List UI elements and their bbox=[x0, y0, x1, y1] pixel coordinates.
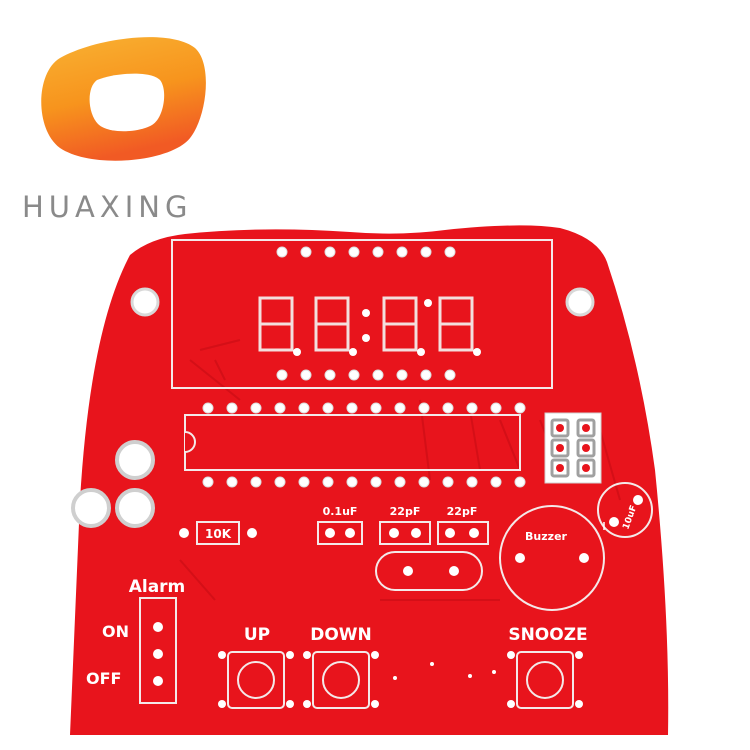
mounting-holes bbox=[71, 287, 595, 528]
ic-pads bbox=[202, 402, 526, 488]
display-pads bbox=[276, 246, 456, 381]
vias bbox=[393, 662, 496, 680]
down-label: DOWN bbox=[310, 625, 372, 645]
logo-mark-icon bbox=[41, 37, 206, 161]
on-label: ON bbox=[102, 622, 129, 641]
resistor-10k: 10K bbox=[179, 521, 257, 545]
brand-logo: HUAXING bbox=[0, 18, 280, 224]
capacitor-22pf-a: 22pF bbox=[379, 505, 431, 545]
capacitor-22pf-b: 22pF bbox=[437, 505, 489, 545]
crystal-outline bbox=[375, 551, 483, 591]
crystal-pad bbox=[403, 566, 413, 576]
buzzer: Buzzer bbox=[499, 505, 605, 611]
crystal-pad bbox=[449, 566, 459, 576]
ic-notch bbox=[184, 431, 196, 453]
button-up: UP bbox=[218, 625, 294, 709]
button-down: DOWN bbox=[303, 625, 379, 709]
alarm-label: Alarm bbox=[129, 577, 186, 597]
cap1-label: 0.1uF bbox=[323, 505, 358, 518]
up-label: UP bbox=[244, 625, 270, 645]
button-snooze: SNOOZE bbox=[507, 625, 588, 709]
alarm-switch: Alarm ON OFF bbox=[86, 577, 186, 704]
snooze-label: SNOOZE bbox=[508, 625, 587, 645]
isp-header bbox=[544, 412, 602, 484]
resistor-label: 10K bbox=[205, 527, 232, 541]
pcb-outline bbox=[70, 225, 669, 735]
capacitor-0-1uf: 0.1uF bbox=[317, 505, 363, 545]
brand-name: HUAXING bbox=[22, 190, 193, 224]
display-outline bbox=[171, 239, 553, 389]
buzzer-label: Buzzer bbox=[525, 530, 567, 543]
cap2-label: 22pF bbox=[390, 505, 421, 518]
off-label: OFF bbox=[86, 669, 121, 688]
seven-segment-display bbox=[258, 296, 481, 356]
pcb-traces bbox=[179, 339, 621, 601]
cap3-label: 22pF bbox=[447, 505, 478, 518]
